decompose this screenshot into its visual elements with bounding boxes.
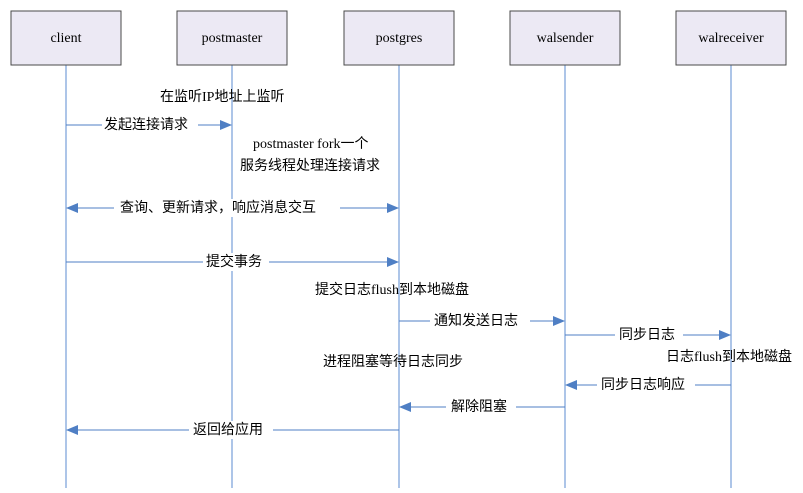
- message-connect-label: 发起连接请求: [104, 116, 188, 133]
- participant-postmaster: postmaster: [176, 10, 288, 66]
- participant-postmaster-label: postmaster: [202, 31, 263, 46]
- participant-walreceiver-label: walreceiver: [698, 31, 764, 46]
- participant-client-label: client: [50, 31, 81, 46]
- note-fork-line-2: 服务线程处理连接请求: [240, 157, 380, 174]
- message-notify-send-label: 通知发送日志: [434, 312, 518, 329]
- note-standby-flush: 日志flush到本地磁盘: [666, 348, 792, 365]
- note-flush-local: 提交日志flush到本地磁盘: [315, 281, 469, 298]
- message-notify-send: 通知发送日志: [399, 312, 565, 330]
- message-unblock-label: 解除阻塞: [451, 398, 507, 415]
- note-fork-line-1: postmaster fork一个: [253, 136, 368, 152]
- message-return-label: 返回给应用: [193, 421, 263, 438]
- message-query-label: 查询、更新请求，响应消息交互: [120, 199, 316, 216]
- participant-walsender-label: walsender: [537, 31, 594, 46]
- note-block-wait: 进程阻塞等待日志同步: [323, 353, 463, 370]
- message-sync-ack-label: 同步日志响应: [601, 376, 685, 393]
- participant-postgres: postgres: [343, 10, 455, 66]
- message-unblock: 解除阻塞: [399, 398, 565, 416]
- message-sync-ack: 同步日志响应: [565, 376, 731, 394]
- message-commit-label: 提交事务: [206, 253, 262, 270]
- message-query: 查询、更新请求，响应消息交互: [66, 199, 399, 217]
- participant-walreceiver: walreceiver: [675, 10, 787, 66]
- message-return: 返回给应用: [66, 421, 399, 439]
- participant-walsender: walsender: [509, 10, 621, 66]
- message-sync-log: 同步日志: [565, 326, 731, 344]
- participant-postgres-label: postgres: [376, 31, 423, 46]
- participant-client: client: [10, 10, 122, 66]
- note-listen: 在监听IP地址上监听: [160, 89, 284, 105]
- message-connect: 发起连接请求: [66, 116, 232, 134]
- message-sync-log-label: 同步日志: [619, 327, 675, 343]
- message-commit: 提交事务: [66, 253, 399, 271]
